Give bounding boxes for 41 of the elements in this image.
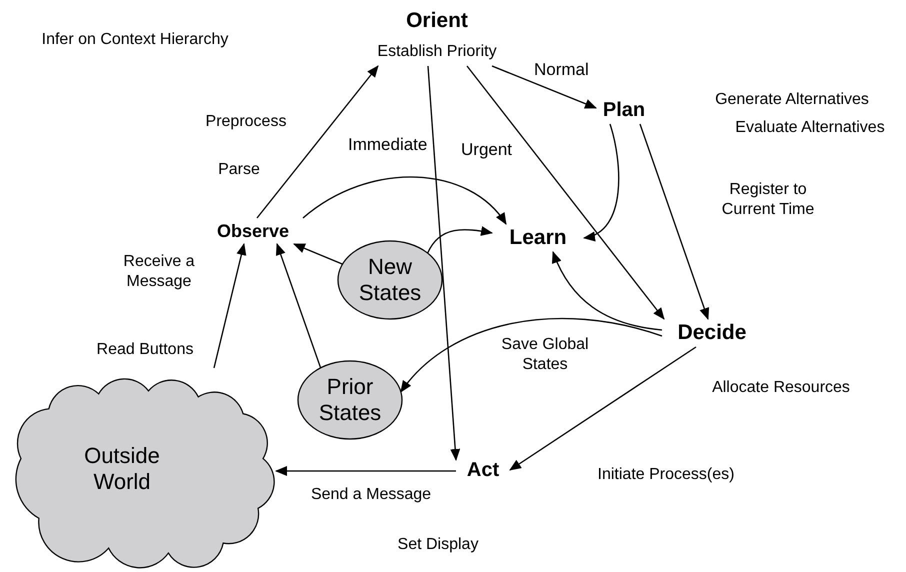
annotation-text: Save Global States (500, 335, 590, 375)
stage-label: Act (456, 456, 510, 484)
arrow (639, 124, 710, 320)
arrow (509, 346, 696, 471)
node-text: Outside World (83, 443, 161, 495)
annotation-text: Preprocess (204, 112, 288, 132)
arrow (400, 318, 662, 393)
annotation-text: Parse (217, 160, 261, 180)
arrow (492, 65, 597, 109)
arrow (213, 243, 246, 368)
annotation-text: Infer on Context Hierarchy (40, 30, 230, 50)
annotation-text: Read Buttons (96, 340, 194, 360)
annotation-text: Generate Alternatives (714, 90, 870, 110)
annotation-text: Send a Message (310, 485, 432, 505)
annotation-text: Register to Current Time (720, 180, 816, 220)
state-ellipse (297, 360, 403, 440)
annotation-text: Initiate Process(es) (596, 465, 736, 485)
stage-label: Observe (203, 218, 303, 244)
arrow (302, 176, 507, 225)
arrow (256, 65, 379, 218)
stage-label: Orient (406, 9, 468, 33)
stage-label: Learn (492, 224, 584, 252)
annotation-text: Receive a Message (122, 252, 196, 292)
stage-subtitle: Establish Priority (377, 43, 497, 61)
arrow (293, 243, 343, 265)
arrow (427, 66, 460, 461)
node-text: New States (358, 254, 422, 306)
state-ellipse (337, 240, 443, 320)
node-text: Prior States (318, 374, 382, 426)
arrow (427, 226, 493, 254)
arrow (275, 466, 456, 476)
stage-label: Plan (596, 96, 652, 124)
arrow (583, 124, 620, 240)
arrow (552, 251, 662, 331)
arrow (276, 243, 322, 368)
annotation-text: Evaluate Alternatives (734, 118, 886, 138)
edge-label: Urgent (461, 140, 512, 160)
stage-label: Decide (662, 319, 762, 347)
annotation-text: Set Display (396, 535, 480, 555)
annotation-text: Allocate Resources (711, 378, 851, 398)
arrow (466, 66, 665, 320)
